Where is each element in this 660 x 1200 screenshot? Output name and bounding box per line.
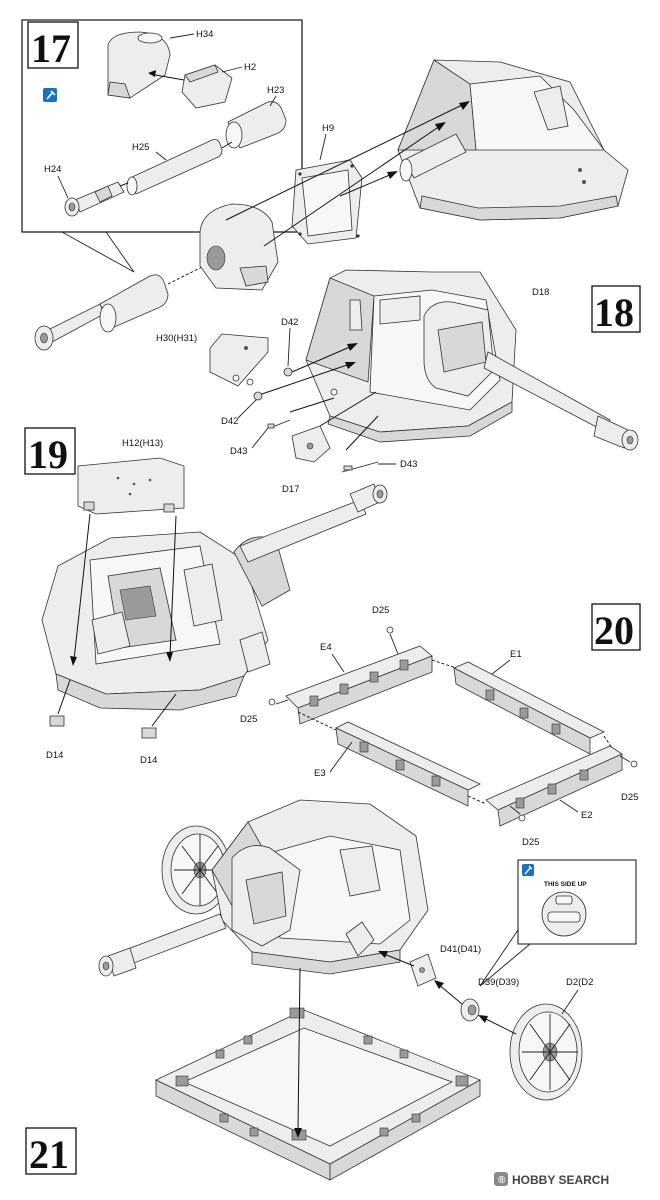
label-d25-bottom: D25 (522, 837, 539, 848)
step-18: 18 D18 H30(H31) D42 D42 (156, 269, 641, 473)
part-h30 (209, 333, 269, 387)
part-h9 (291, 159, 363, 245)
step-20-number: 20 (594, 608, 634, 653)
part-h2 (181, 64, 233, 109)
step-19-badge (24, 427, 76, 475)
label-e4: E4 (320, 642, 332, 653)
label-h24: H24 (44, 164, 61, 175)
this-side-up-text: THIS SIDE UP (544, 881, 587, 888)
glue-icon (43, 88, 57, 102)
label-h30: H30(H31) (156, 333, 197, 344)
label-d17: D17 (282, 484, 299, 495)
step-17-badge (27, 21, 79, 69)
step-18-number: 18 (594, 290, 634, 335)
part-mantlet-step17 (199, 203, 279, 291)
pin-d25-right (630, 760, 638, 768)
label-d25-top: D25 (372, 605, 389, 616)
this-side-up-callout: THIS SIDE UP (479, 859, 637, 987)
turret-step18 (305, 269, 517, 443)
gun-barrel-step19 (239, 483, 388, 563)
watermark-brand: HOBBY SEARCH (512, 1173, 609, 1187)
label-h9: H9 (322, 123, 334, 134)
part-h23 (225, 101, 287, 149)
label-d43-left: D43 (230, 446, 247, 457)
label-h25: H25 (132, 142, 149, 153)
part-d14-left (49, 715, 65, 727)
part-d14-right (141, 727, 157, 739)
part-d39 (460, 998, 480, 1022)
label-h2: H2 (244, 62, 256, 73)
step-20-badge (591, 603, 641, 651)
assembled-gun-step17 (34, 274, 169, 351)
frame-rail-e2 (485, 745, 623, 827)
label-d42-bottom: D42 (221, 416, 238, 427)
pin-d25-left (268, 698, 276, 706)
label-e2: E2 (581, 810, 593, 821)
step-19: 19 H12(H13) D17 (24, 427, 388, 766)
step-17-number: 17 (31, 26, 71, 71)
label-d25-left: D25 (240, 714, 257, 725)
part-h34 (107, 31, 171, 99)
step-19-number: 19 (28, 432, 68, 477)
wheel-left (161, 825, 231, 915)
base-frame-step21 (155, 1007, 481, 1181)
glue-icon-callout (522, 864, 534, 876)
label-e3: E3 (314, 768, 326, 779)
part-d43 (267, 419, 379, 473)
part-h25 (126, 139, 223, 196)
hobby-search-watermark: ® HOBBY SEARCH (494, 1172, 609, 1187)
wheel-right-d2 (509, 1003, 583, 1101)
frame-rail-e4 (285, 645, 433, 725)
step-18-badge (591, 285, 641, 333)
label-d14-left: D14 (46, 750, 63, 761)
label-d43-right: D43 (400, 459, 417, 470)
label-d14-right: D14 (140, 755, 157, 766)
part-h12 (77, 457, 185, 515)
label-d42-top: D42 (281, 317, 298, 328)
part-d43-washer (330, 388, 338, 396)
part-d42-bottom (253, 391, 263, 401)
frame-rail-e1 (453, 661, 605, 755)
turret-step21 (211, 799, 429, 975)
pin-d25-bottom (518, 814, 526, 822)
pin-d25-top (386, 626, 394, 634)
part-d41 (409, 953, 437, 987)
part-d42-top (283, 367, 293, 377)
label-d41: D41(D41) (440, 944, 481, 955)
step-21-number: 21 (29, 1132, 69, 1177)
turret-step17 (397, 59, 629, 221)
frame-rail-e3 (335, 721, 481, 807)
part-h24 (64, 181, 125, 217)
step-21: 21 D41(D41) (25, 799, 637, 1181)
step-17: 17 H34 H2 H23 (21, 19, 629, 351)
label-h23: H23 (267, 85, 284, 96)
gun-breech-step17 (399, 133, 467, 182)
label-e1: E1 (510, 649, 522, 660)
label-d18: D18 (532, 287, 549, 298)
label-h12: H12(H13) (122, 438, 163, 449)
turret-step19 (41, 531, 291, 711)
label-h34: H34 (196, 29, 213, 40)
label-d2: D2(D2 (566, 977, 593, 988)
step-21-badge (25, 1127, 77, 1175)
gun-barrel-step18 (483, 351, 639, 451)
label-d39: D39(D39) (478, 977, 519, 988)
gun-barrel-step21 (98, 913, 227, 977)
step-20: 20 (240, 603, 641, 848)
step-17-detail-box (21, 19, 303, 233)
label-d25-right: D25 (621, 792, 638, 803)
watermark-symbol: ® (498, 1175, 506, 1186)
